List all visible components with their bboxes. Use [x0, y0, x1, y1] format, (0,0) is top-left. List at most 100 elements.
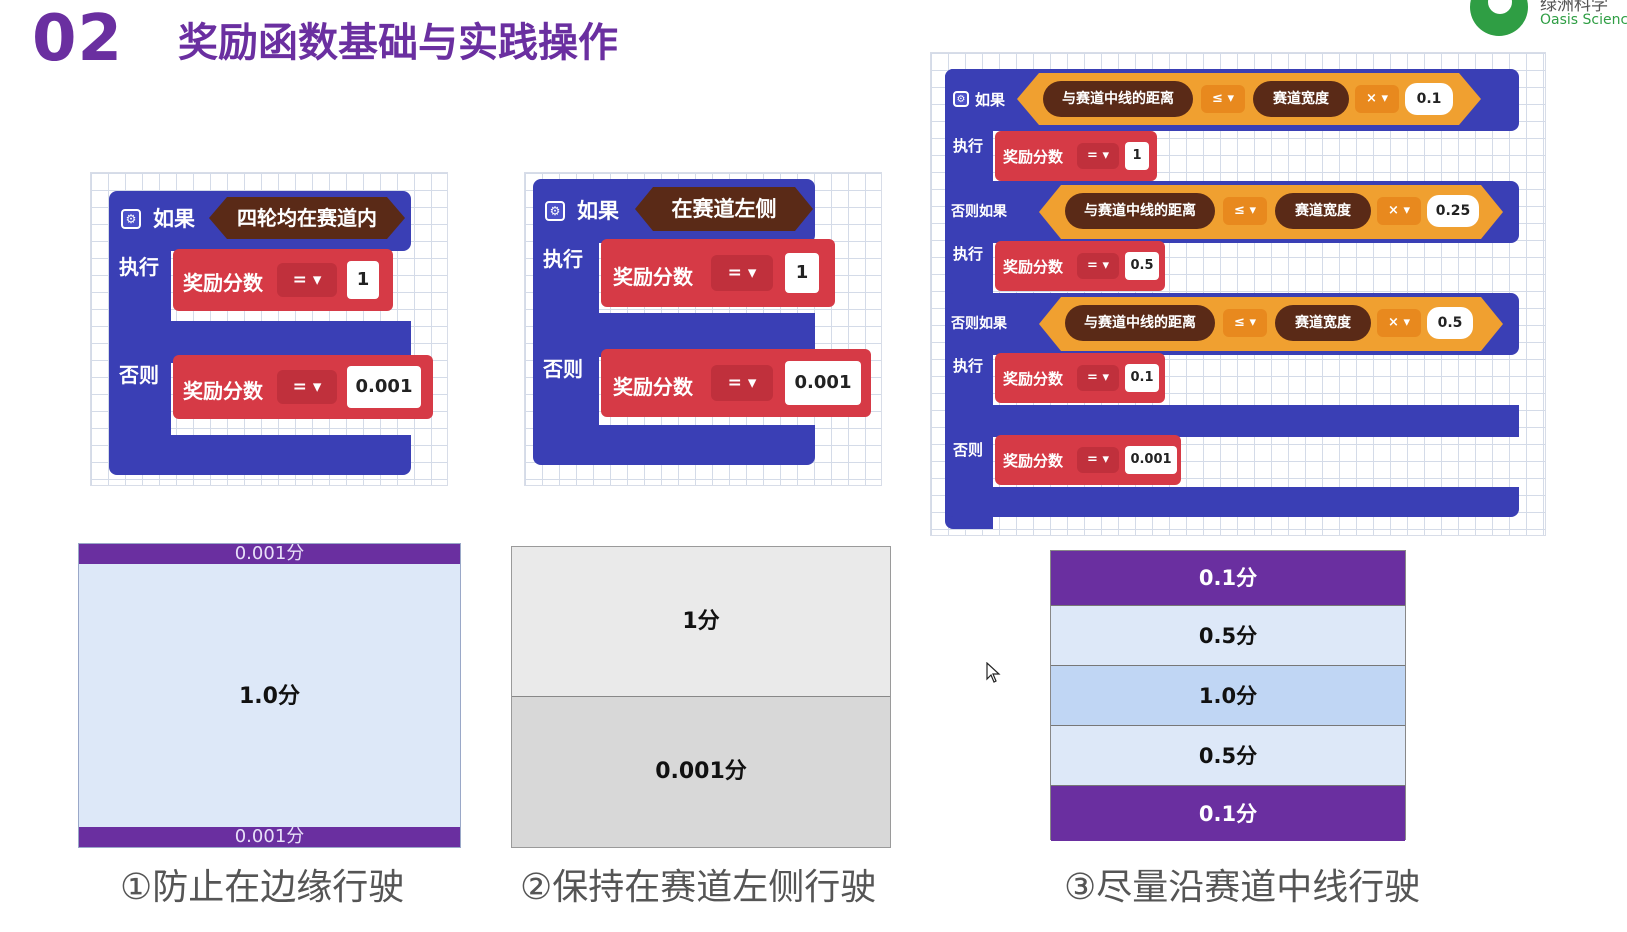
reward-block-1[interactable]: 奖励分数 = ▾ 1	[995, 131, 1157, 181]
condition-block[interactable]: 四轮均在赛道内	[209, 197, 405, 239]
reward-block-3[interactable]: 奖励分数 = ▾ 0.1	[995, 353, 1165, 403]
multiply-dropdown[interactable]: × ▾	[1377, 197, 1421, 225]
compare-dropdown[interactable]: ≤ ▾	[1201, 85, 1245, 113]
else-keyword: 否则	[953, 441, 984, 459]
reward-value-input[interactable]: 0.5	[1125, 252, 1159, 280]
caption-3: ③尽量沿赛道中线行驶	[1064, 867, 1421, 908]
band-inner-bottom: 0.5分	[1051, 725, 1405, 785]
gear-icon[interactable]: ⚙	[545, 201, 565, 221]
track-width-reporter[interactable]: 赛道宽度	[1253, 81, 1349, 117]
chevron-down-icon: ▾	[312, 270, 322, 290]
reward-label: 奖励分数	[613, 375, 693, 399]
if-keyword: 如果	[153, 207, 195, 231]
track-diagram-1: 0.001分 1.0分 0.001分	[78, 543, 461, 848]
slide-title: 奖励函数基础与实践操作	[178, 20, 618, 66]
do-keyword: 执行	[543, 247, 583, 271]
do-keyword: 执行	[119, 255, 159, 279]
reward-value-input[interactable]: 0.1	[1125, 364, 1159, 392]
op-dropdown[interactable]: = ▾	[277, 263, 337, 297]
track-width-reporter[interactable]: 赛道宽度	[1275, 193, 1371, 229]
code-block-panel-3: ⚙ 如果 与赛道中线的距离 ≤ ▾ 赛道宽度 × ▾ 0.1 执行 奖励分数 =…	[930, 52, 1546, 536]
reward-block-else[interactable]: 奖励分数 = ▾ 0.001	[601, 349, 871, 417]
factor-input-1[interactable]: 0.1	[1405, 83, 1453, 115]
distance-reporter[interactable]: 与赛道中线的距离	[1065, 193, 1215, 229]
chevron-down-icon: ▾	[1249, 203, 1256, 218]
reward-block-else[interactable]: 奖励分数 = ▾ 0.001	[173, 355, 433, 419]
logo-icon-inner	[1488, 0, 1512, 14]
code-block-panel-2: ⚙ 如果 在赛道左侧 执行 奖励分数 = ▾ 1 否则 奖励分数 = ▾ 0.0…	[524, 172, 882, 486]
factor-input-3[interactable]: 0.5	[1427, 307, 1473, 339]
reward-block-if[interactable]: 奖励分数 = ▾ 1	[173, 249, 393, 311]
reward-label: 奖励分数	[1003, 370, 1064, 388]
if-else-block-bottom	[109, 435, 411, 475]
reward-value-input[interactable]: 0.001	[347, 366, 421, 408]
reward-label: 奖励分数	[183, 379, 263, 403]
reward-block-if[interactable]: 奖励分数 = ▾ 1	[601, 239, 835, 307]
multiply-dropdown[interactable]: × ▾	[1377, 309, 1421, 337]
compare-dropdown[interactable]: ≤ ▾	[1223, 197, 1267, 225]
if-keyword: 如果	[975, 91, 1006, 109]
logo-text-cn: 绿洲科学	[1540, 0, 1608, 15]
distance-reporter[interactable]: 与赛道中线的距离	[1043, 81, 1193, 117]
band-edge-top: 0.001分	[79, 544, 460, 564]
reward-label: 奖励分数	[1003, 258, 1064, 276]
else-block-header	[945, 405, 1519, 437]
do-keyword: 执行	[953, 357, 984, 375]
reward-label: 奖励分数	[613, 265, 693, 289]
else-keyword: 否则	[119, 363, 159, 387]
reward-block-2[interactable]: 奖励分数 = ▾ 0.5	[995, 241, 1165, 291]
factor-input-2[interactable]: 0.25	[1427, 195, 1479, 227]
op-dropdown[interactable]: = ▾	[1077, 143, 1119, 169]
reward-value-input[interactable]: 1	[347, 261, 379, 299]
op-dropdown[interactable]: = ▾	[277, 370, 337, 404]
caption-2: ②保持在赛道左侧行驶	[520, 867, 877, 908]
op-dropdown[interactable]: = ▾	[711, 365, 773, 401]
do-keyword: 执行	[953, 245, 984, 263]
caption-1: ①防止在边缘行驶	[120, 867, 405, 908]
else-keyword: 否则	[543, 357, 583, 381]
if-else-block-bottom	[533, 425, 815, 465]
band-center: 1.0分	[1051, 665, 1405, 725]
op-dropdown[interactable]: = ▾	[1077, 253, 1119, 279]
elif-keyword: 否则如果	[951, 316, 1007, 332]
chevron-down-icon: ▾	[1403, 315, 1410, 330]
elif-keyword: 否则如果	[951, 204, 1007, 220]
gear-icon[interactable]: ⚙	[953, 91, 969, 107]
chevron-down-icon: ▾	[1381, 91, 1388, 106]
chevron-down-icon: ▾	[1102, 258, 1109, 273]
chevron-down-icon: ▾	[747, 263, 757, 283]
reward-value-input[interactable]: 1	[785, 253, 819, 293]
compare-dropdown[interactable]: ≤ ▾	[1223, 309, 1267, 337]
op-dropdown[interactable]: = ▾	[1077, 447, 1119, 473]
reward-value-input[interactable]: 1	[1125, 142, 1149, 170]
code-block-panel-1: ⚙ 如果 四轮均在赛道内 执行 奖励分数 = ▾ 1 否则 奖励分数 = ▾ 0…	[90, 172, 448, 486]
chevron-down-icon: ▾	[1403, 203, 1410, 218]
op-dropdown[interactable]: = ▾	[711, 255, 773, 291]
reward-label: 奖励分数	[1003, 148, 1064, 166]
band-outer-bottom: 0.1分	[1051, 785, 1405, 841]
track-diagram-3: 0.1分 0.5分 1.0分 0.5分 0.1分	[1050, 550, 1406, 841]
band-outer-top: 0.1分	[1051, 551, 1405, 605]
condition-block[interactable]: 在赛道左侧	[635, 187, 813, 231]
reward-value-input[interactable]: 0.001	[785, 361, 861, 405]
gear-icon[interactable]: ⚙	[121, 209, 141, 229]
op-dropdown[interactable]: = ▾	[1077, 365, 1119, 391]
reward-block-4[interactable]: 奖励分数 = ▾ 0.001	[995, 435, 1181, 485]
chevron-down-icon: ▾	[1102, 148, 1109, 163]
track-width-reporter[interactable]: 赛道宽度	[1275, 305, 1371, 341]
band-left: 1分	[512, 547, 890, 697]
reward-value-input[interactable]: 0.001	[1125, 446, 1177, 474]
chevron-down-icon: ▾	[1227, 91, 1234, 106]
distance-reporter[interactable]: 与赛道中线的距离	[1065, 305, 1215, 341]
do-keyword: 执行	[953, 137, 984, 155]
chevron-down-icon: ▾	[747, 373, 757, 393]
reward-label: 奖励分数	[1003, 452, 1064, 470]
mouse-cursor-icon	[986, 662, 1001, 683]
block-bottom	[945, 487, 1519, 517]
multiply-dropdown[interactable]: × ▾	[1355, 85, 1399, 113]
logo-text-en: Oasis Science	[1540, 12, 1627, 28]
band-inner-top: 0.5分	[1051, 605, 1405, 665]
chevron-down-icon: ▾	[312, 377, 322, 397]
slide-number: 02	[32, 2, 124, 76]
reward-label: 奖励分数	[183, 271, 263, 295]
